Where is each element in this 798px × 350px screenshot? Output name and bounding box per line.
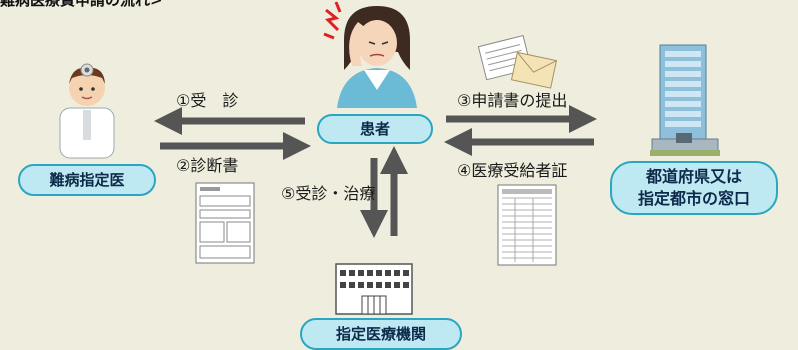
step-certificate: ②診断書 <box>176 156 239 175</box>
recipient-certificate-icon <box>497 184 557 266</box>
doctor-illustration-icon <box>59 63 115 159</box>
office-label-line1: 都道府県又は <box>645 167 742 186</box>
office-label-line2: 指定都市の窓口 <box>637 189 750 208</box>
application-documents-icon <box>477 34 558 89</box>
government-building-icon <box>650 44 720 156</box>
hospital-building-icon <box>335 263 413 315</box>
patient-node: 患者 <box>317 114 433 144</box>
step-consultation: ①受 診 <box>176 91 239 110</box>
step-submission: ③申請書の提出 <box>457 91 568 110</box>
patient-label: 患者 <box>359 120 390 138</box>
doctor-label: 難病指定医 <box>49 171 125 189</box>
doctor-node: 難病指定医 <box>18 164 156 196</box>
hospital-label: 指定医療機関 <box>335 325 426 343</box>
office-node: 都道府県又は 指定都市の窓口 <box>610 161 778 215</box>
sick-woman-illustration-icon <box>323 1 417 108</box>
step-treatment: ⑤受診・治療 <box>281 184 376 203</box>
step-recipient-certificate: ④医療受給者証 <box>457 161 568 180</box>
hospital-node: 指定医療機関 <box>300 318 462 350</box>
diagnosis-certificate-icon <box>195 182 255 264</box>
page-title: 難病医療費申請の流れ> <box>0 0 163 9</box>
